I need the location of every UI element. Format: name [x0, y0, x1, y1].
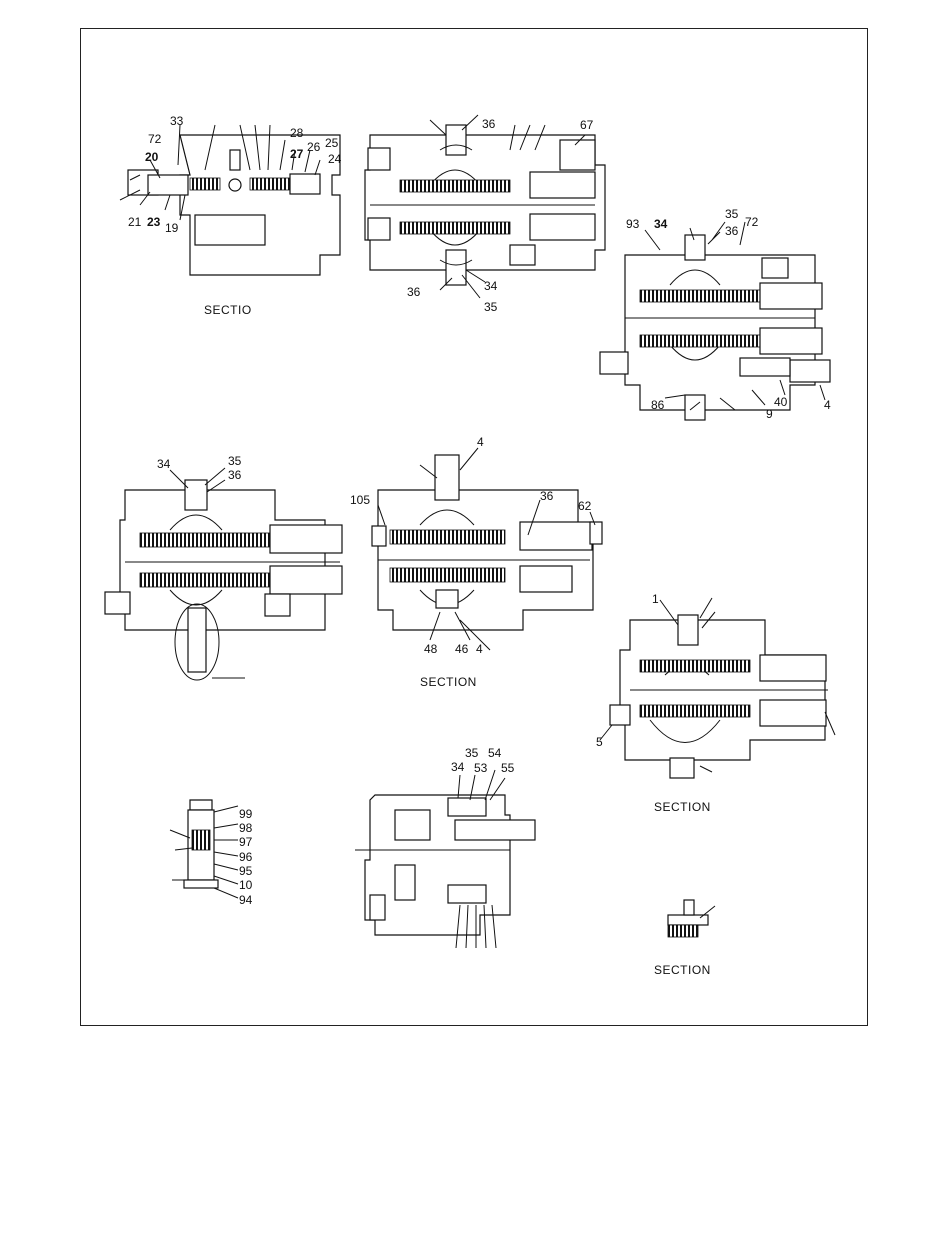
callout-label: 10	[239, 878, 253, 892]
callout-label: 96	[239, 850, 253, 864]
callout-label: 1	[652, 592, 659, 606]
callout-label: 36	[407, 285, 421, 299]
callout-label: 9	[766, 407, 773, 421]
callout-label: 35	[725, 207, 739, 221]
callout-label: 98	[239, 821, 253, 835]
callout-label: 72	[148, 132, 162, 146]
callout-label: 34	[654, 217, 668, 231]
callout-label: 86	[651, 398, 665, 412]
callout-label: 25	[325, 136, 339, 150]
callout-label: 34	[157, 457, 171, 471]
callout-label: 4	[477, 435, 484, 449]
callout-label: 34	[484, 279, 498, 293]
section-view-7	[170, 800, 238, 898]
section-view-9	[668, 900, 715, 937]
callout-label: 36	[540, 489, 554, 503]
callout-label: 24	[328, 152, 342, 166]
section-caption: SECTION	[654, 963, 711, 977]
section-view-6	[600, 598, 835, 778]
callout-label: 54	[488, 746, 502, 760]
callout-label: 105	[350, 493, 370, 507]
callout-label: 72	[745, 215, 759, 229]
callout-label: 97	[239, 835, 253, 849]
callout-label: 35	[228, 454, 242, 468]
callout-label: 94	[239, 893, 253, 907]
callout-label: 20	[145, 150, 159, 164]
callout-label: 95	[239, 864, 253, 878]
callout-label: 33	[170, 114, 184, 128]
section-view-2	[365, 115, 605, 298]
callout-label: 23	[147, 215, 161, 229]
section-caption: SECTIO	[204, 303, 252, 317]
section-view-8	[355, 770, 535, 948]
callout-label: 19	[165, 221, 179, 235]
section-view-4	[105, 468, 342, 680]
callout-label: 67	[580, 118, 594, 132]
callout-label: 28	[290, 126, 304, 140]
callout-label: 35	[484, 300, 498, 314]
callout-label: 36	[482, 117, 496, 131]
callout-label: 62	[578, 499, 592, 513]
callout-label: 35	[465, 746, 479, 760]
callout-label: 53	[474, 761, 488, 775]
section-caption: SECTION	[654, 800, 711, 814]
callout-label: 93	[626, 217, 640, 231]
callout-label: 48	[424, 642, 438, 656]
callout-label: 99	[239, 807, 253, 821]
callout-label: 36	[228, 468, 242, 482]
section-caption: SECTION	[420, 675, 477, 689]
section-view-5	[372, 448, 602, 650]
callout-label: 4	[476, 642, 483, 656]
callout-label: 21	[128, 215, 142, 229]
callout-label: 5	[596, 735, 603, 749]
callout-label: 26	[307, 140, 321, 154]
callout-label: 34	[451, 760, 465, 774]
callout-label: 55	[501, 761, 515, 775]
section-view-3	[600, 222, 830, 420]
callout-label: 40	[774, 395, 788, 409]
callout-label: 4	[824, 398, 831, 412]
callout-label: 27	[290, 147, 304, 161]
callout-label: 46	[455, 642, 469, 656]
callout-label: 36	[725, 224, 739, 238]
